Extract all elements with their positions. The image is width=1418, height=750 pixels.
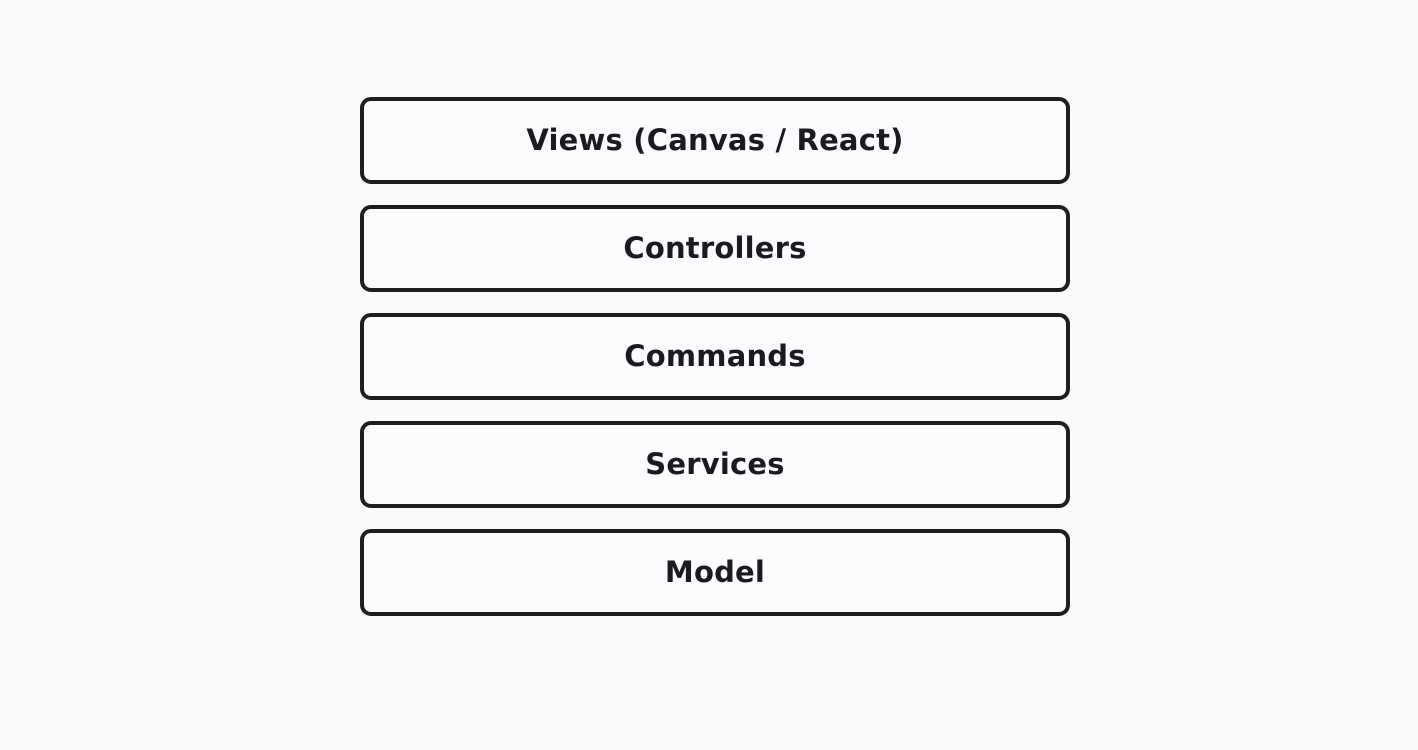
layer-label-services: Services (645, 447, 785, 481)
layer-label-commands: Commands (624, 339, 806, 373)
layer-box-commands[interactable]: Commands (360, 313, 1070, 400)
layer-box-controllers[interactable]: Controllers (360, 205, 1070, 292)
layer-stack: Views (Canvas / React) Controllers Comma… (360, 97, 1070, 616)
layer-label-controllers: Controllers (623, 231, 807, 265)
layer-label-model: Model (664, 555, 766, 589)
layer-box-model[interactable]: Model (360, 529, 1070, 616)
layer-box-services[interactable]: Services (360, 421, 1070, 508)
layer-label-views: Views (Canvas / React) (526, 123, 904, 157)
layer-box-views[interactable]: Views (Canvas / React) (360, 97, 1070, 184)
